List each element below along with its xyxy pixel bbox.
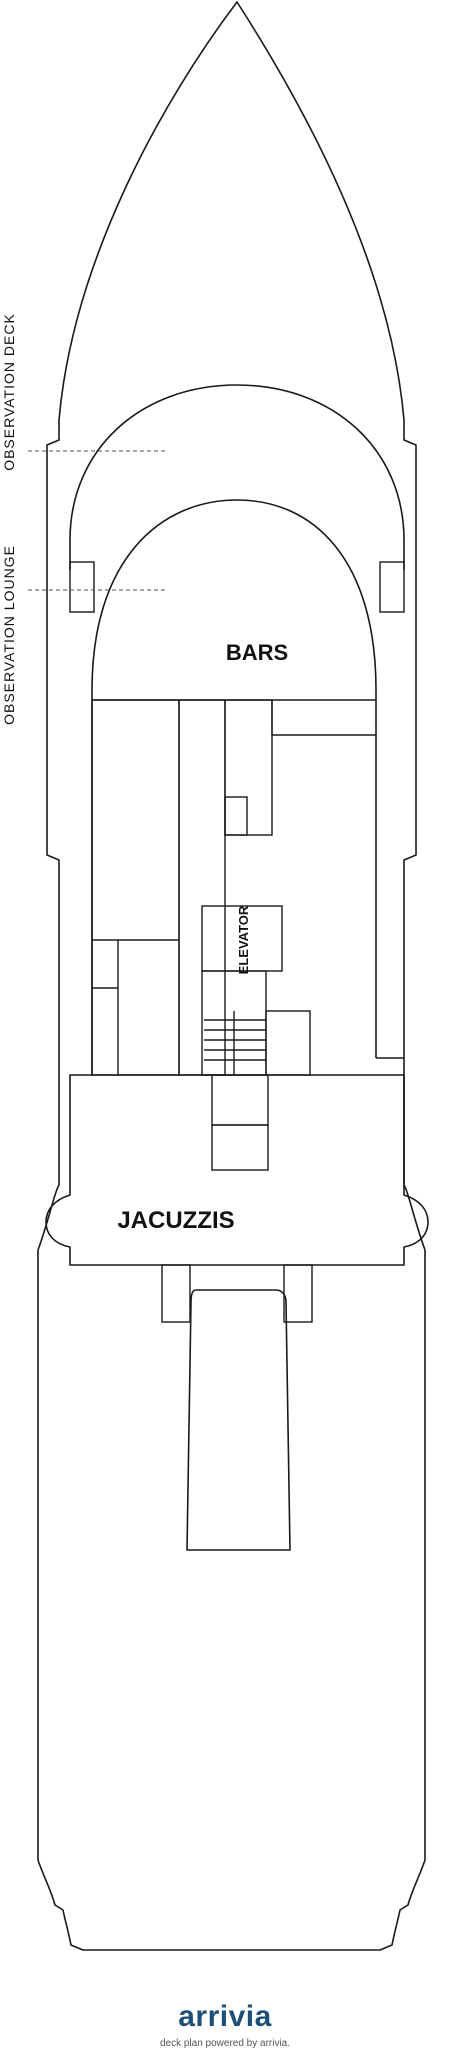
aft-starboard-post [283, 1264, 313, 1323]
starboard-side-nook [379, 561, 405, 613]
stairs [204, 1011, 266, 1075]
elevator-label: ELEVATOR [236, 905, 251, 974]
port-side-nook [69, 561, 95, 613]
deck-plan-diagram: BARS ELEVATOR JACUZZIS OBSERVATION DECK … [1, 1, 429, 1951]
jacuzzi-deck [45, 1074, 429, 1266]
observation-deck-label: OBSERVATION DECK [1, 313, 17, 471]
port-cabin-block [91, 699, 180, 1076]
starboard-room [271, 700, 376, 736]
jacuzzi-entry-room-2 [211, 1124, 269, 1171]
bars-label: BARS [226, 640, 288, 665]
observation-deck-dome [69, 384, 405, 570]
stair-side-room [265, 1010, 311, 1076]
observation-lounge-label: OBSERVATION LOUNGE [1, 545, 17, 725]
jacuzzi-entry-room [211, 1074, 269, 1126]
jacuzzis-label: JACUZZIS [117, 1207, 234, 1234]
observation-lounge-dome [91, 499, 377, 700]
aft-pool [186, 1289, 291, 1551]
hull-outline [37, 1, 426, 1951]
footer: arrivia deck plan powered by arrivia. [0, 2000, 450, 2049]
powered-by-text: deck plan powered by arrivia. [159, 2038, 291, 2049]
arrivia-logo[interactable]: arrivia [178, 2000, 272, 2033]
aft-port-post [161, 1264, 191, 1323]
small-service-room [224, 796, 248, 836]
central-block [224, 699, 273, 836]
